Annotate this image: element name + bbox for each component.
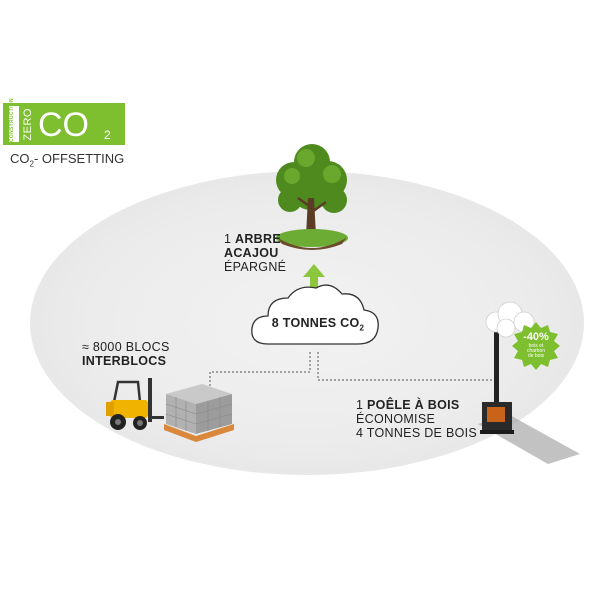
tree-line1: 1 xyxy=(224,232,236,246)
stove-line1-bold: POÊLE À BOIS xyxy=(367,398,460,412)
co2-amount-label: 8 TONNES CO2 xyxy=(264,316,372,333)
tree-label: 1 ARBRE ACAJOU ÉPARGNÉ xyxy=(224,232,286,274)
tree-line3: ÉPARGNÉ xyxy=(224,260,287,274)
logo-co-text: CO xyxy=(38,106,89,142)
stove-label: 1 POÊLE À BOIS ÉCONOMISE 4 TONNES DE BOI… xyxy=(356,398,477,440)
concrete-blocks-pallet-icon xyxy=(164,384,234,442)
cloud-icon xyxy=(251,284,379,345)
badge-small-2: charbon xyxy=(526,348,546,354)
badge-small-text: bois et charbon de bois xyxy=(512,344,560,359)
stove-line2: ÉCONOMISE xyxy=(356,412,436,426)
co2-amount-text: 8 TONNES CO xyxy=(271,316,360,330)
blocks-label: ≈ 8000 BLOCS INTERBLOCS xyxy=(82,340,170,368)
caption-sub: 2 xyxy=(29,159,34,169)
badge-small-3: de bois xyxy=(527,353,545,359)
caption-prefix: CO xyxy=(10,151,30,166)
logo-caption: CO2- OFFSETTING xyxy=(10,151,124,169)
up-arrow-icon xyxy=(303,264,325,298)
forklift-icon xyxy=(106,378,164,430)
tree-line1-bold: ARBRE xyxy=(235,232,281,246)
badge-small-1: bois et xyxy=(528,343,544,349)
caption-suffix: - OFFSETTING xyxy=(33,151,125,166)
logo-co2-mark: CO 2 xyxy=(36,106,116,142)
mahogany-tree-icon xyxy=(276,144,348,250)
tree-line2-bold: ACAJOU xyxy=(224,246,279,260)
wood-stove-icon xyxy=(478,301,580,464)
stove-line3: 4 TONNES DE BOIS xyxy=(356,426,478,440)
blocks-line2-bold: INTERBLOCS xyxy=(82,354,167,368)
co2-amount-sub: 2 xyxy=(359,323,365,333)
stove-line1-num: 1 xyxy=(356,398,368,412)
badge-percent: -40% xyxy=(523,331,549,343)
reduction-badge xyxy=(512,322,560,370)
blocks-line1: ≈ 8000 BLOCS xyxy=(82,340,170,354)
logo-sub-text: 2 xyxy=(104,128,111,142)
zero-co2-logo: CONSTRUCTION ZERO CO 2 xyxy=(3,98,125,145)
